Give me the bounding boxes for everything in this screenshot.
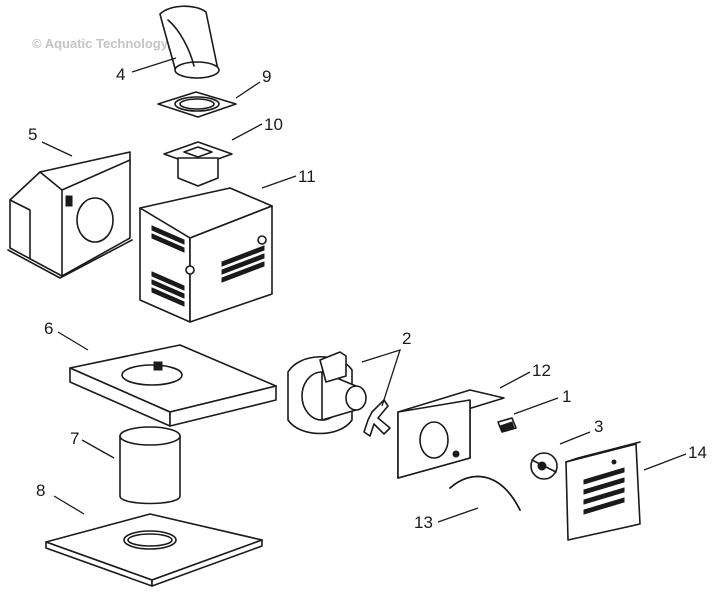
part-10-adapter bbox=[163, 141, 233, 187]
label-part-11: 11 bbox=[298, 167, 316, 186]
label-part-3: 3 bbox=[594, 417, 603, 436]
part-2-blower bbox=[287, 351, 391, 437]
part-13-hose bbox=[449, 475, 521, 511]
copyright-watermark: © Aquatic Technology, Inc. bbox=[32, 36, 197, 51]
part-8-bottom-plate bbox=[45, 513, 263, 587]
part-7-cylinder bbox=[119, 426, 181, 505]
label-part-1: 1 bbox=[562, 387, 571, 406]
label-part-13: 13 bbox=[414, 513, 433, 532]
part-1-block bbox=[497, 417, 517, 433]
label-part-8: 8 bbox=[36, 481, 45, 500]
part-3-switch bbox=[530, 452, 558, 480]
part-9-gasket bbox=[157, 91, 237, 118]
part-4-elbow bbox=[159, 5, 220, 79]
part-11-louvered-housing bbox=[139, 187, 273, 323]
label-part-4: 4 bbox=[116, 65, 125, 84]
label-part-6: 6 bbox=[44, 319, 53, 338]
part-14-louvered-cover bbox=[565, 441, 641, 541]
label-part-2: 2 bbox=[402, 329, 411, 348]
label-part-14: 14 bbox=[688, 443, 707, 462]
leader-lines bbox=[41, 57, 687, 523]
label-part-7: 7 bbox=[70, 429, 79, 448]
label-part-5: 5 bbox=[28, 125, 37, 144]
label-part-9: 9 bbox=[262, 67, 271, 86]
label-part-12: 12 bbox=[532, 361, 551, 380]
part-6-base-plate bbox=[69, 344, 277, 427]
part-12-control-housing bbox=[397, 389, 505, 479]
part-labels: 4 9 10 5 11 6 2 12 1 3 7 14 8 13 bbox=[28, 65, 707, 532]
part-5-housing bbox=[7, 151, 133, 279]
label-part-10: 10 bbox=[264, 115, 283, 134]
